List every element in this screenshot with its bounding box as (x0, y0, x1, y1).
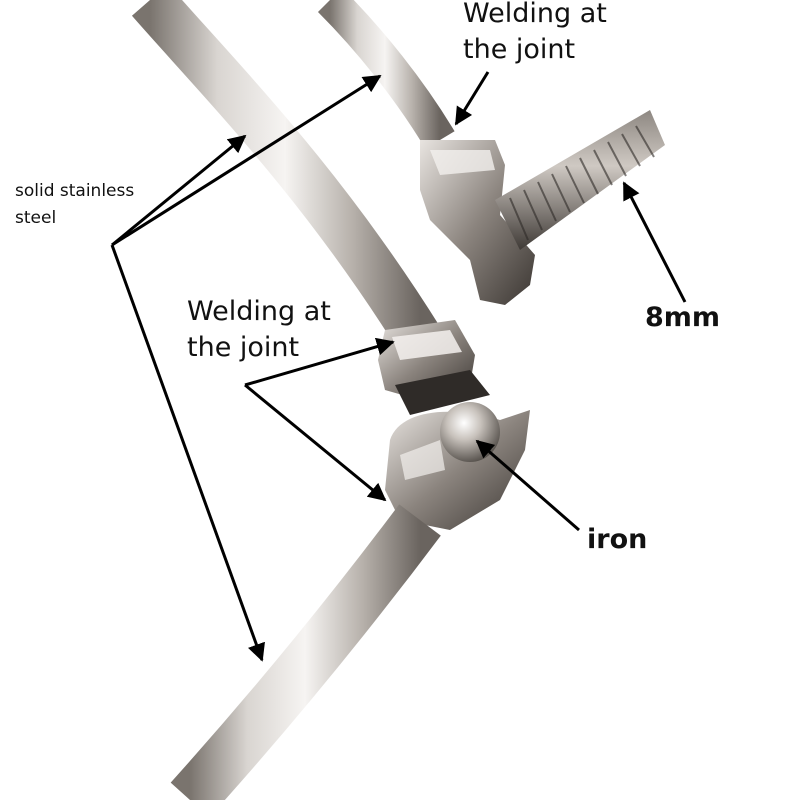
upper-rod (317, 0, 455, 149)
threaded-bolt (495, 110, 665, 250)
main-rod-lower (170, 504, 441, 800)
upper-bracket (420, 140, 535, 305)
main-rod-upper (131, 0, 441, 353)
thread-size-label: 8mm (645, 302, 721, 333)
steel-line2: steel (15, 208, 57, 228)
steel-line1: solid stainless (15, 181, 135, 201)
welding-middle-line1: Welding at (187, 296, 331, 327)
steel-label: solid stainless steel (15, 178, 134, 232)
annotation-arrows (110, 71, 687, 662)
ball-material-label: iron (587, 524, 648, 555)
welding-top-label: Welding at the joint (463, 0, 607, 68)
welding-top-line1: Welding at (463, 0, 607, 29)
welding-middle-line2: the joint (187, 332, 300, 363)
welding-top-line2: the joint (463, 34, 576, 65)
welding-middle-label: Welding at the joint (187, 294, 331, 366)
